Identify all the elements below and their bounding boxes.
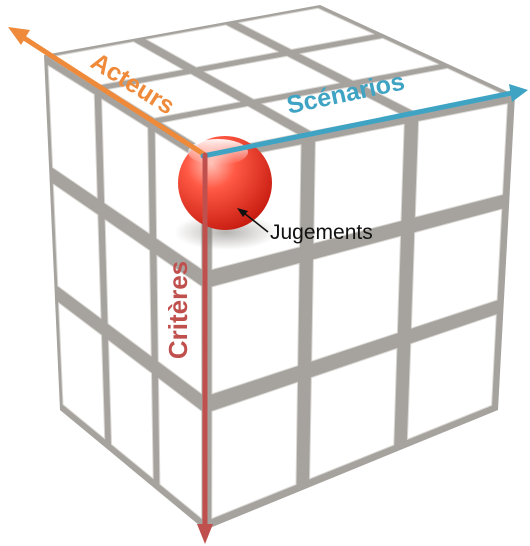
axis-scenarios	[200, 84, 528, 159]
cube-top-facelet	[161, 105, 298, 152]
cube-right-facelet	[406, 314, 497, 440]
cube-facelets	[47, 7, 508, 519]
axis-scenarios-arrowhead	[509, 84, 528, 102]
jugements-pointer	[237, 208, 269, 233]
cube-right-facelet	[309, 348, 398, 480]
axis-criteres-arrowhead	[197, 524, 213, 544]
cube-right-facelet	[211, 381, 298, 519]
cube-top-facelet	[107, 73, 241, 119]
cube-left-facelet	[52, 183, 102, 319]
cube-left-facelet	[158, 378, 203, 519]
cube-top-facelet	[299, 37, 439, 81]
point-label-jugements: Jugements	[270, 221, 373, 244]
jugements-ball-shadow	[174, 214, 278, 250]
jugements-pointer-arrowhead	[237, 208, 248, 217]
cube-left-facelet	[104, 219, 152, 357]
axis-criteres	[197, 152, 213, 544]
axis-acteurs	[8, 27, 208, 158]
cube-right-facelet	[211, 263, 300, 395]
cube-left-facelet	[108, 340, 154, 480]
axis-acteurs-arrowhead	[8, 27, 30, 45]
cube-right-facelet	[311, 235, 401, 362]
cube-top-facelet	[146, 24, 279, 68]
cube-right-facelet	[410, 208, 503, 329]
cube-right-facelet	[414, 103, 508, 218]
axis-label-criteres: Critères	[163, 261, 193, 359]
cube-top-facelet	[238, 7, 375, 50]
cube-left-facelet	[101, 98, 150, 234]
cube-left-facelet	[58, 302, 106, 440]
cube-left-facelet	[47, 65, 98, 199]
cube-left-facelet	[156, 255, 202, 395]
cube-right-facelet	[313, 123, 405, 244]
cube-top-facelet	[203, 55, 340, 100]
